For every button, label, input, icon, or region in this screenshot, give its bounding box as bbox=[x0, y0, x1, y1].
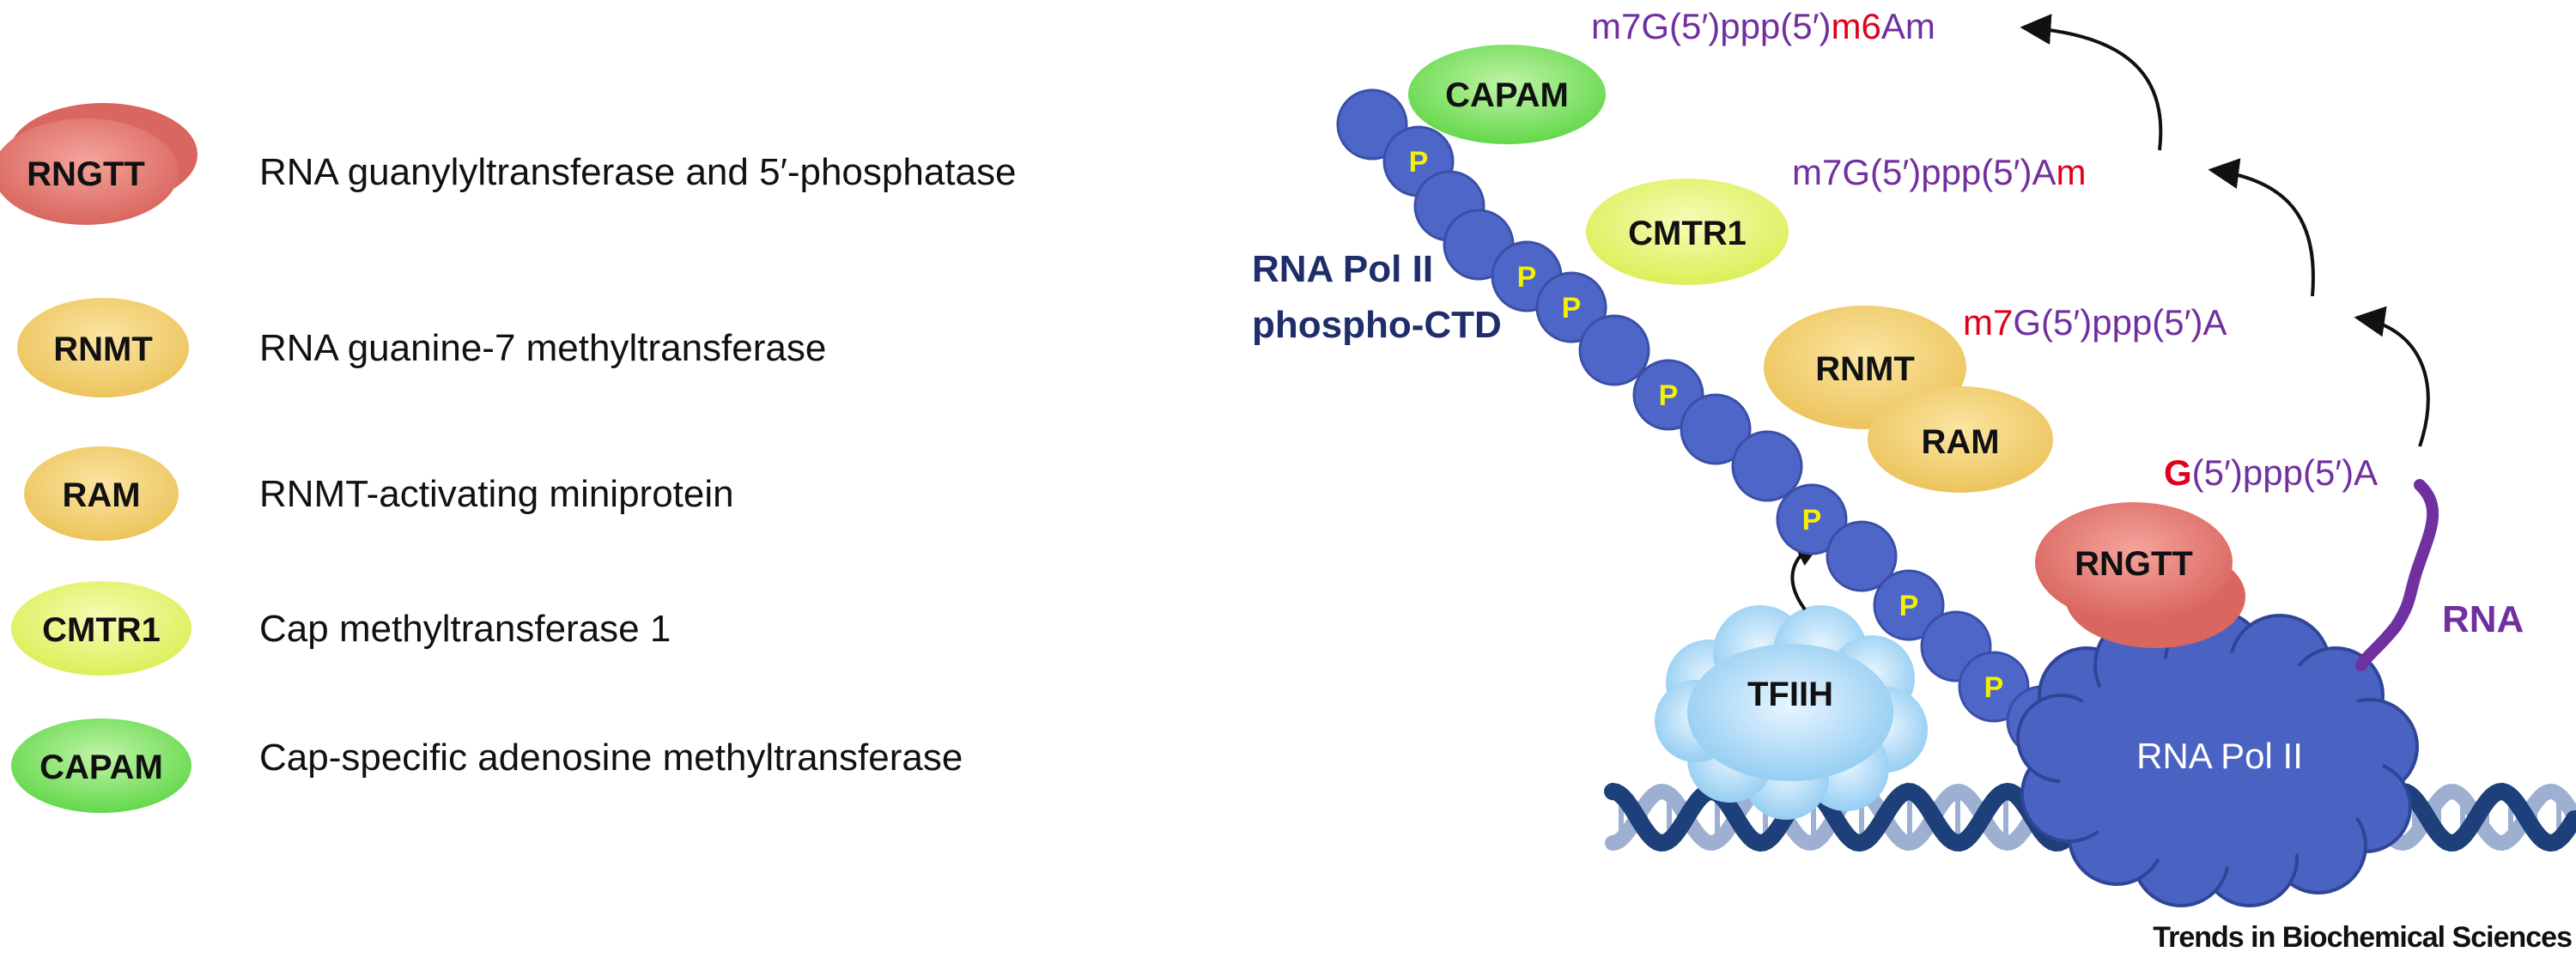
phospho-mark: P bbox=[1562, 292, 1582, 324]
cap-step1-red: G bbox=[2164, 452, 2192, 493]
step2-to-step3-arrow bbox=[2208, 158, 2315, 297]
tfiih-cloud: TFIIH bbox=[1655, 605, 1928, 820]
cmtr1-legend-ellipse bbox=[11, 581, 191, 676]
phospho-mark: P bbox=[1659, 379, 1679, 412]
phospho-mark: P bbox=[1899, 590, 1919, 622]
ctd-bead bbox=[1826, 520, 1898, 592]
ram-enzyme: RAM bbox=[1868, 386, 2053, 493]
cap-step1-rest: (5′)ppp(5′)A bbox=[2192, 452, 2379, 493]
legend: RNGTT RNA guanylyltransferase and 5′-pho… bbox=[0, 103, 1016, 813]
cap-step-1: G(5′)ppp(5′)A bbox=[2164, 452, 2378, 493]
cmtr1-legend-desc: Cap methyltransferase 1 bbox=[259, 608, 671, 650]
rngtt-enzyme: RNGTT bbox=[2035, 502, 2245, 648]
cap-step4-red: m6 bbox=[1832, 6, 1881, 46]
ctd-bead bbox=[1776, 483, 1848, 555]
tfiih-label: TFIIH bbox=[1747, 676, 1833, 713]
step3-to-step4-arrow bbox=[2020, 14, 2163, 151]
cap-step4-main: m7G(5′)ppp(5′) bbox=[1591, 6, 1832, 46]
ram-legend-abbr: RAM bbox=[62, 476, 140, 514]
cap-step-4: m7G(5′)ppp(5′)m6Am bbox=[1591, 6, 1935, 46]
legend-item-cmtr1: CMTR1 Cap methyltransferase 1 bbox=[11, 581, 671, 676]
rna-pol-ii: RNA Pol II bbox=[2016, 609, 2419, 907]
ctd-bead bbox=[1578, 314, 1650, 386]
rna-label: RNA bbox=[2442, 598, 2524, 640]
svg-text:m7G(5′)ppp(5′)m6Am: m7G(5′)ppp(5′)m6Am bbox=[1591, 6, 1935, 46]
capam-enzyme: CAPAM bbox=[1408, 45, 1606, 144]
ctd-bead bbox=[1873, 569, 1945, 641]
cap-step3-main: m7G(5′)ppp(5′)A bbox=[1792, 152, 2057, 192]
rna-strand bbox=[2355, 479, 2439, 671]
svg-text:m7G(5′)ppp(5′)Am: m7G(5′)ppp(5′)Am bbox=[1792, 152, 2087, 192]
phospho-mark: P bbox=[1984, 671, 2004, 704]
phospho-mark: P bbox=[1409, 146, 1429, 179]
legend-item-capam: CAPAM Cap-specific adenosine methyltrans… bbox=[11, 718, 963, 813]
legend-item-rngtt: RNGTT RNA guanylyltransferase and 5′-pho… bbox=[0, 103, 1016, 225]
rngtt-legend-ellipse bbox=[0, 118, 179, 225]
cap-step-2: m7G(5′)ppp(5′)A bbox=[1963, 302, 2227, 343]
capam-legend-ellipse bbox=[11, 718, 191, 813]
rngtt-legend-desc: RNA guanylyltransferase and 5′-phosphata… bbox=[259, 151, 1016, 193]
cmtr1-legend-abbr: CMTR1 bbox=[42, 611, 161, 649]
ctd-label-line2: phospho-CTD bbox=[1252, 304, 1502, 346]
ram-legend-desc: RNMT-activating miniprotein bbox=[259, 473, 734, 515]
journal-footer: Trends in Biochemical Sciences bbox=[2153, 921, 2572, 954]
rnmt-label: RNMT bbox=[1815, 350, 1915, 388]
legend-item-ram: RAM RNMT-activating miniprotein bbox=[24, 446, 734, 541]
ctd-bead bbox=[1535, 271, 1607, 343]
ctd-label-line1: RNA Pol II bbox=[1252, 248, 1433, 290]
phospho-mark: P bbox=[1517, 261, 1537, 294]
legend-item-rnmt: RNMT RNA guanine-7 methyltransferase bbox=[17, 298, 826, 397]
rngtt-legend-abbr: RNGTT bbox=[27, 155, 145, 193]
rngtt-label: RNGTT bbox=[2075, 545, 2193, 583]
pol2-label: RNA Pol II bbox=[2136, 736, 2303, 776]
phospho-mark: P bbox=[1802, 504, 1822, 537]
cmtr1-enzyme: CMTR1 bbox=[1586, 179, 1789, 285]
capam-label: CAPAM bbox=[1445, 76, 1569, 114]
ram-legend-ellipse bbox=[24, 446, 179, 541]
cmtr1-label: CMTR1 bbox=[1628, 215, 1747, 252]
ram-label: RAM bbox=[1921, 423, 1999, 461]
capam-legend-abbr: CAPAM bbox=[39, 749, 163, 786]
cap-step3-red: m bbox=[2057, 152, 2087, 192]
cap-step2-rest: G(5′)ppp(5′)A bbox=[2013, 302, 2227, 343]
ctd-bead bbox=[1731, 430, 1803, 502]
rnmt-legend-desc: RNA guanine-7 methyltransferase bbox=[259, 327, 826, 369]
rnmt-legend-abbr: RNMT bbox=[53, 330, 153, 368]
cap-step2-red: m7 bbox=[1963, 302, 2013, 343]
cap-step-3: m7G(5′)ppp(5′)Am bbox=[1792, 152, 2087, 192]
step1-to-step2-arrow bbox=[2354, 306, 2430, 447]
rnmt-legend-ellipse bbox=[17, 298, 189, 397]
svg-text:G(5′)ppp(5′)A: G(5′)ppp(5′)A bbox=[2164, 452, 2378, 493]
capam-legend-desc: Cap-specific adenosine methyltransferase bbox=[259, 737, 963, 779]
ctd-bead bbox=[1680, 393, 1752, 465]
svg-text:m7G(5′)ppp(5′)A: m7G(5′)ppp(5′)A bbox=[1963, 302, 2227, 343]
cap-step4-tail: Am bbox=[1881, 6, 1935, 46]
